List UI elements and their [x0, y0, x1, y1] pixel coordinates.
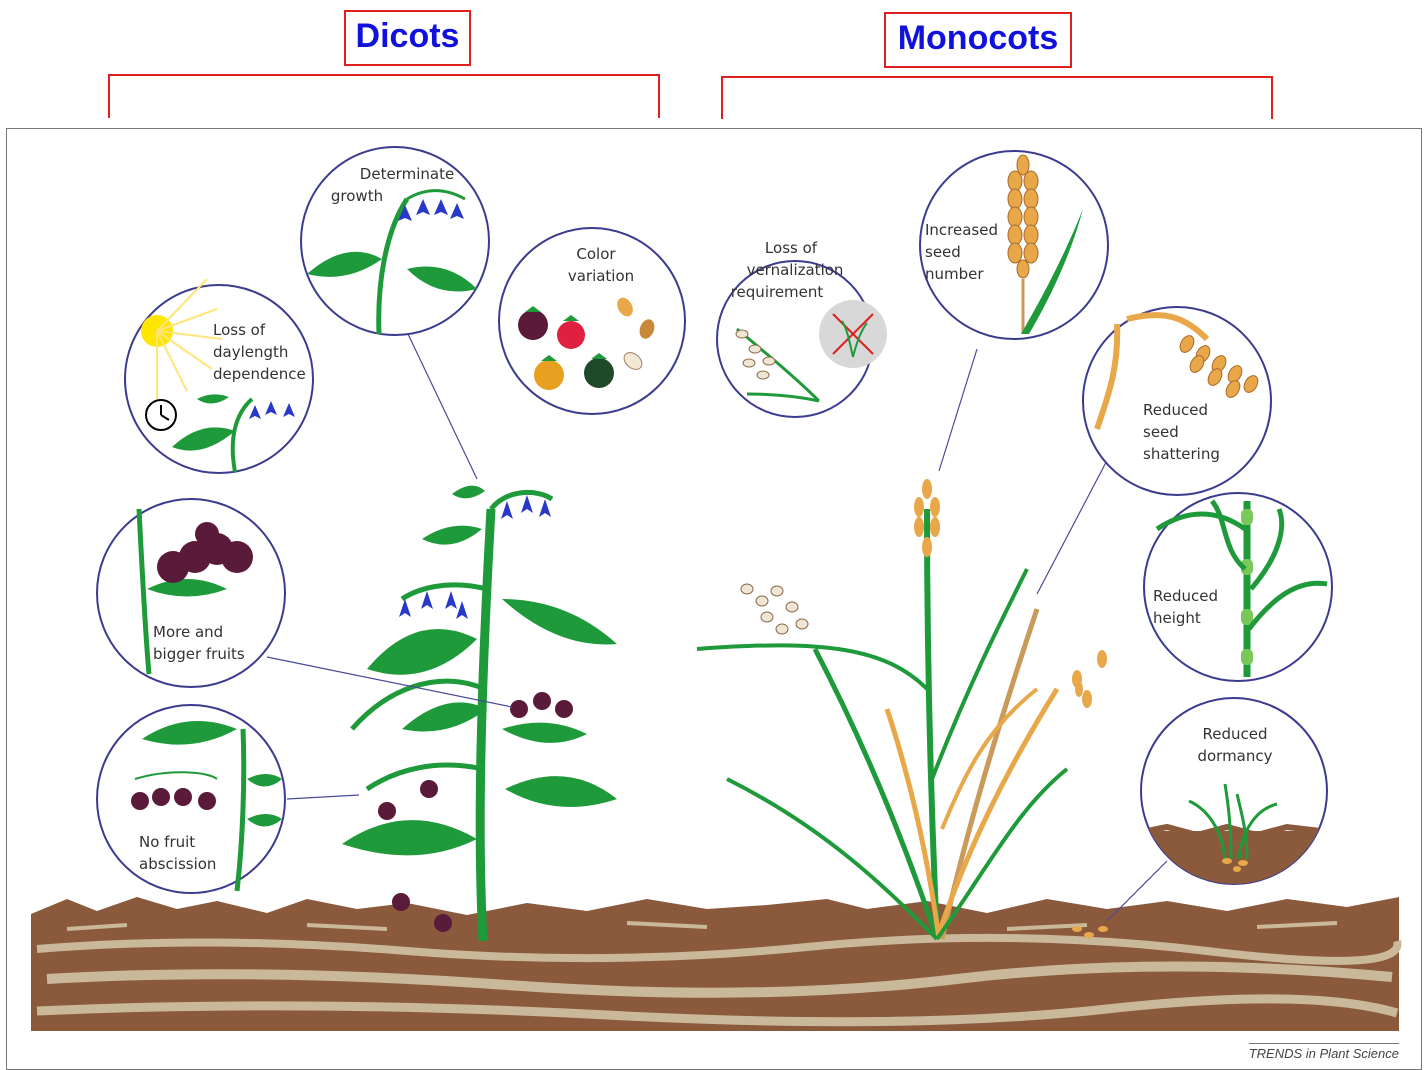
label-vernalization-1: Loss of — [765, 239, 818, 257]
circle-dormancy: Reduced dormancy — [1137, 698, 1337, 891]
label-determinate-growth-1: Determinate — [360, 165, 454, 183]
circle-vernalization: Loss of vernalization requirement — [717, 239, 887, 417]
domestication-illustration: Determinate growth Color variation — [7, 129, 1422, 1070]
circle-seed-number: Increased seed number — [920, 151, 1108, 339]
label-color-variation-2: variation — [568, 267, 634, 285]
clock-icon — [146, 400, 176, 430]
credit-label: TRENDS in Plant Science — [1249, 1043, 1399, 1061]
label-daylength-1: Loss of — [213, 321, 266, 339]
circle-fruits: More and bigger fruits — [97, 499, 285, 687]
label-color-variation-1: Color — [576, 245, 616, 263]
label-abscission-1: No fruit — [139, 833, 195, 851]
circle-color-variation: Color variation — [499, 228, 685, 414]
label-shattering-1: Reduced — [1143, 401, 1208, 419]
label-seed-number-3: number — [925, 265, 984, 283]
label-fruits-2: bigger fruits — [153, 645, 245, 663]
illustration-panel: Determinate growth Color variation — [6, 128, 1422, 1070]
label-height-1: Reduced — [1153, 587, 1218, 605]
label-daylength-2: daylength — [213, 343, 288, 361]
label-dormancy-2: dormancy — [1197, 747, 1272, 765]
label-abscission-2: abscission — [139, 855, 216, 873]
label-fruits-1: More and — [153, 623, 223, 641]
label-daylength-3: dependence — [213, 365, 306, 383]
label-shattering-2: seed — [1143, 423, 1179, 441]
circle-height: Reduced height — [1144, 493, 1332, 681]
label-height-2: height — [1153, 609, 1201, 627]
label-seed-number-2: seed — [925, 243, 961, 261]
soil — [31, 897, 1399, 1031]
label-dormancy-1: Reduced — [1202, 725, 1267, 743]
label-vernalization-2: vernalization — [747, 261, 844, 279]
label-shattering-3: shattering — [1143, 445, 1220, 463]
label-vernalization-3: requirement — [731, 283, 824, 301]
circle-abscission: No fruit abscission — [97, 705, 285, 893]
circle-daylength: Loss of daylength dependence — [125, 279, 313, 473]
dicot-plant — [342, 486, 617, 941]
monocots-label: Monocots — [884, 12, 1072, 68]
dicots-label: Dicots — [344, 10, 471, 66]
circle-determinate-growth: Determinate growth — [301, 147, 489, 335]
label-determinate-growth-2: growth — [331, 187, 383, 205]
monocots-bracket — [721, 76, 1273, 119]
label-seed-number-1: Increased — [925, 221, 998, 239]
monocot-plant — [697, 479, 1108, 939]
circle-shattering: Reduced seed shattering — [1083, 307, 1271, 495]
dicots-bracket — [108, 74, 660, 118]
